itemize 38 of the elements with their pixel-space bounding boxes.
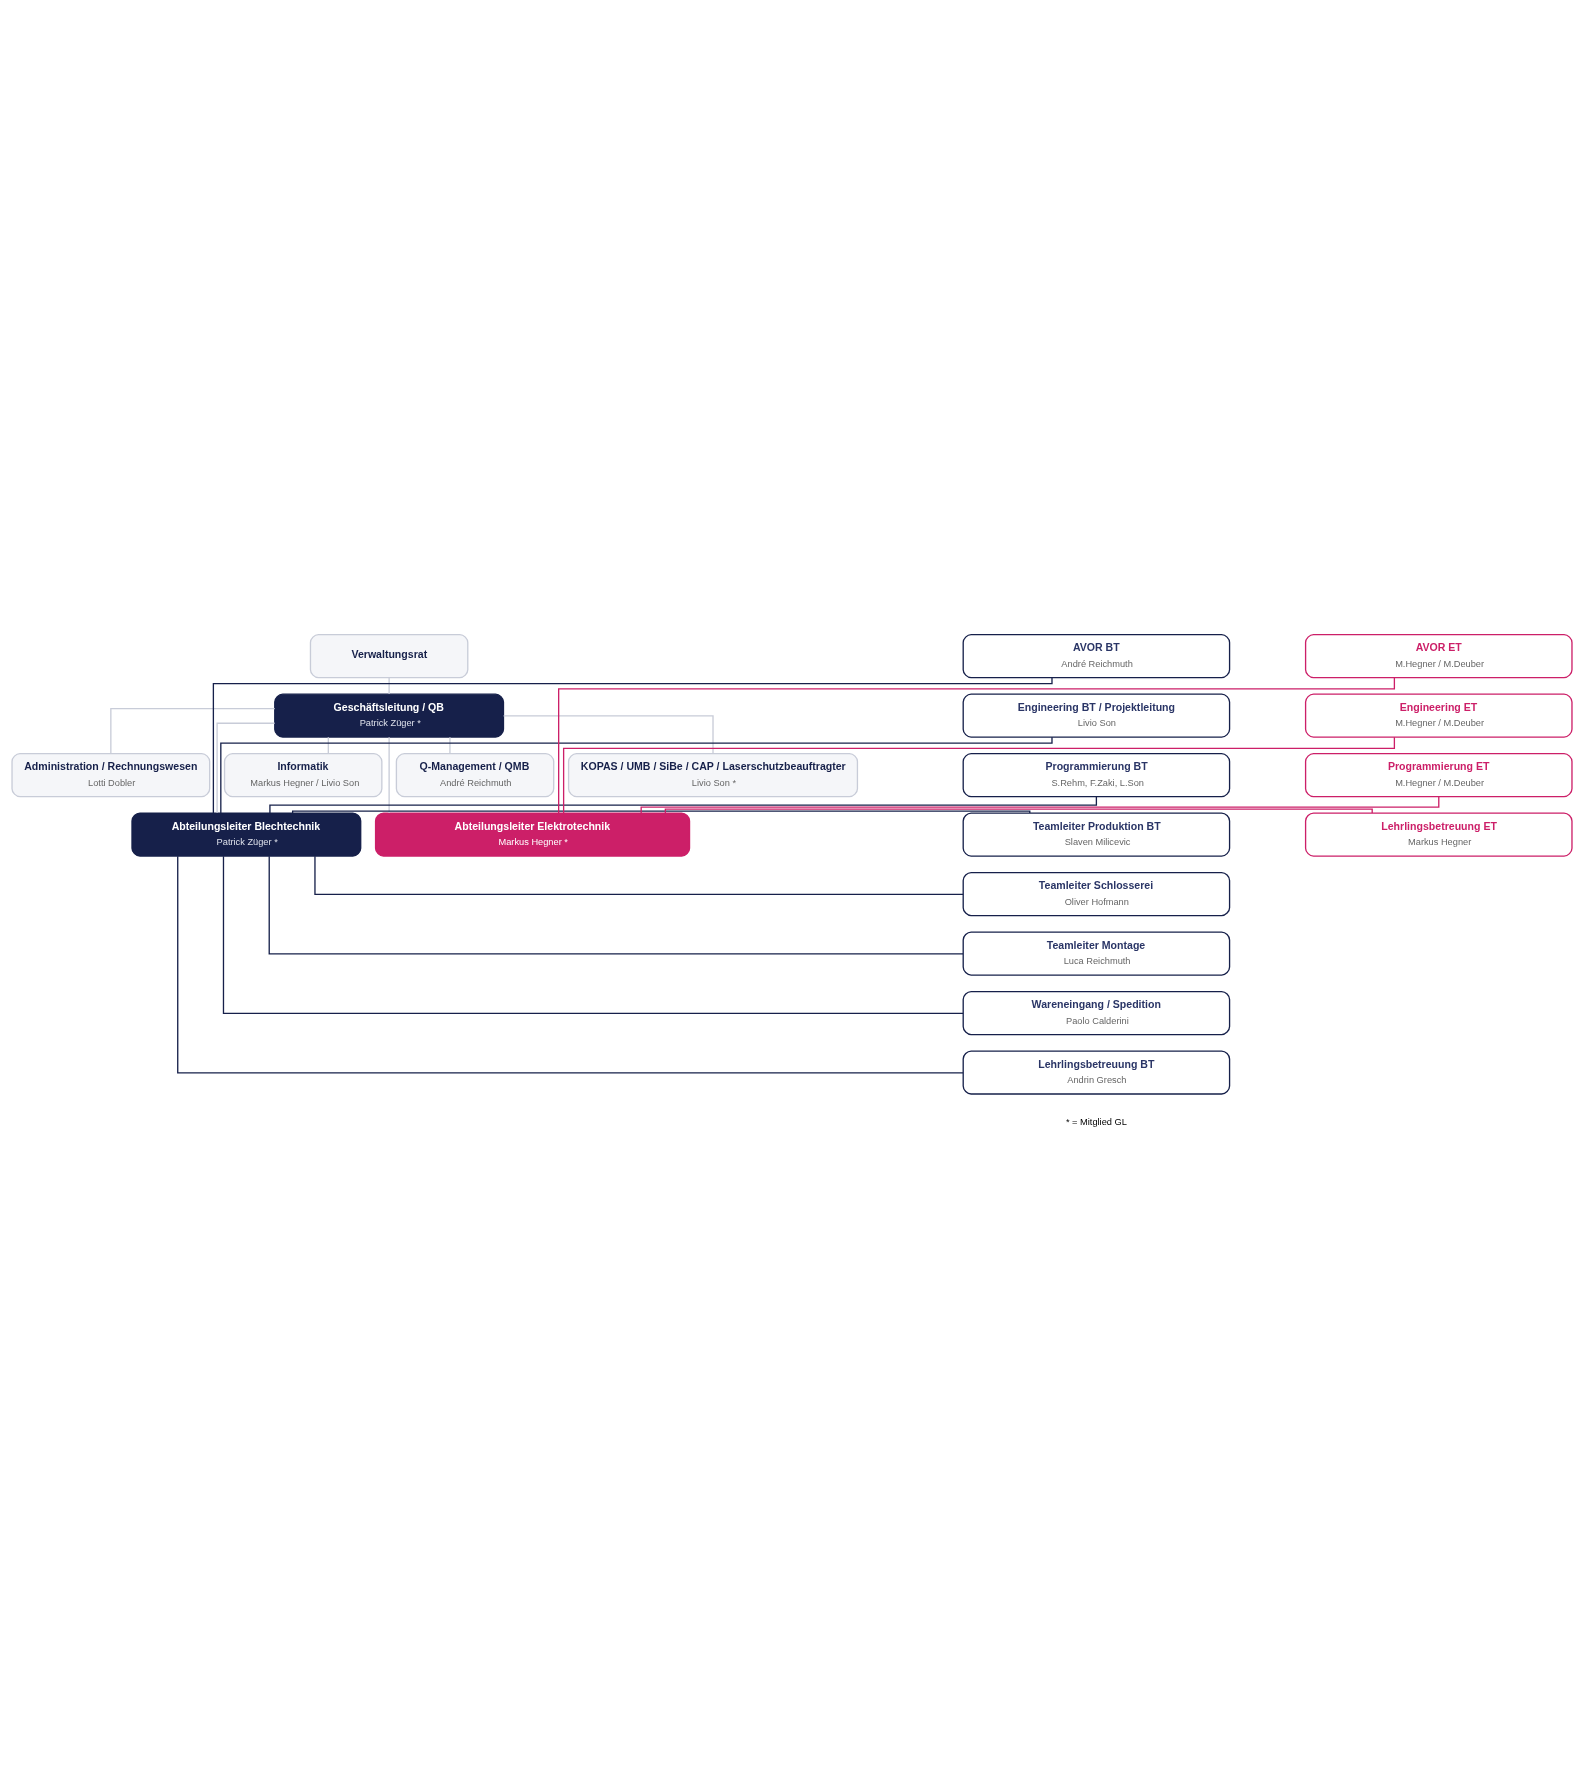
- node-box: Programmierung BT S.Rehm, F.Zaki, L.Son: [962, 752, 1231, 798]
- node-box: Administration / Rechnungswesen Lotti Dobler: [11, 752, 211, 798]
- connector: [212, 677, 1053, 814]
- node-box: Abteilungsleiter Elektrotechnik Markus Hegner *: [374, 812, 691, 857]
- node-box: Teamleiter Schlosserei Oliver Hofmann: [962, 871, 1231, 917]
- connector: [216, 722, 276, 814]
- connector: [388, 736, 390, 814]
- node-box: Lehrlingsbetreuung BT Andrin Gresch: [962, 1050, 1231, 1095]
- connector: [269, 796, 1098, 814]
- connector: [268, 855, 964, 955]
- connector: [222, 855, 964, 1015]
- connector: [388, 677, 390, 695]
- node-box: AVOR BT André Reichmuth: [962, 634, 1231, 679]
- node-box: Lehrlingsbetreuung ET Markus Hegner: [1304, 812, 1573, 857]
- node-box: Engineering ET M.Hegner / M.Deuber: [1304, 693, 1573, 738]
- node-box: Teamleiter Produktion BT Slaven Milicevic: [962, 812, 1231, 857]
- connector: [449, 736, 451, 755]
- connector: [177, 855, 964, 1074]
- node-box: Abteilungsleiter Blechtechnik Patrick Züger *: [131, 812, 362, 857]
- node-box: Informatik Markus Hegner / Livio Son: [223, 752, 383, 798]
- connector: [502, 715, 714, 755]
- node-box: KOPAS / UMB / SiBe / CAP / Laserschutzbeauftragter Livio Son *: [567, 752, 859, 798]
- node-box: Wareneingang / Spedition Paolo Calderini: [962, 990, 1231, 1036]
- connector: [664, 808, 1373, 814]
- connector: [640, 796, 1440, 814]
- node-box: Teamleiter Montage Luca Reichmuth: [962, 931, 1231, 976]
- label: * = Mitglied GL: [1065, 1116, 1127, 1127]
- node-box: AVOR ET M.Hegner / M.Deuber: [1304, 634, 1573, 679]
- node-box: Geschäftsleitung / QB Patrick Züger *: [274, 693, 505, 738]
- connector: [558, 677, 1396, 814]
- node-box: Engineering BT / Projektleitung Livio Son: [962, 693, 1231, 738]
- connector: [291, 810, 1031, 814]
- node-box: Verwaltungsrat: [309, 634, 469, 679]
- connector: [562, 736, 1396, 814]
- node-box: Q-Management / QMB André Reichmuth: [395, 752, 555, 798]
- connector: [314, 855, 964, 896]
- node-box: Programmierung ET M.Hegner / M.Deuber: [1304, 752, 1573, 798]
- connector: [110, 708, 276, 755]
